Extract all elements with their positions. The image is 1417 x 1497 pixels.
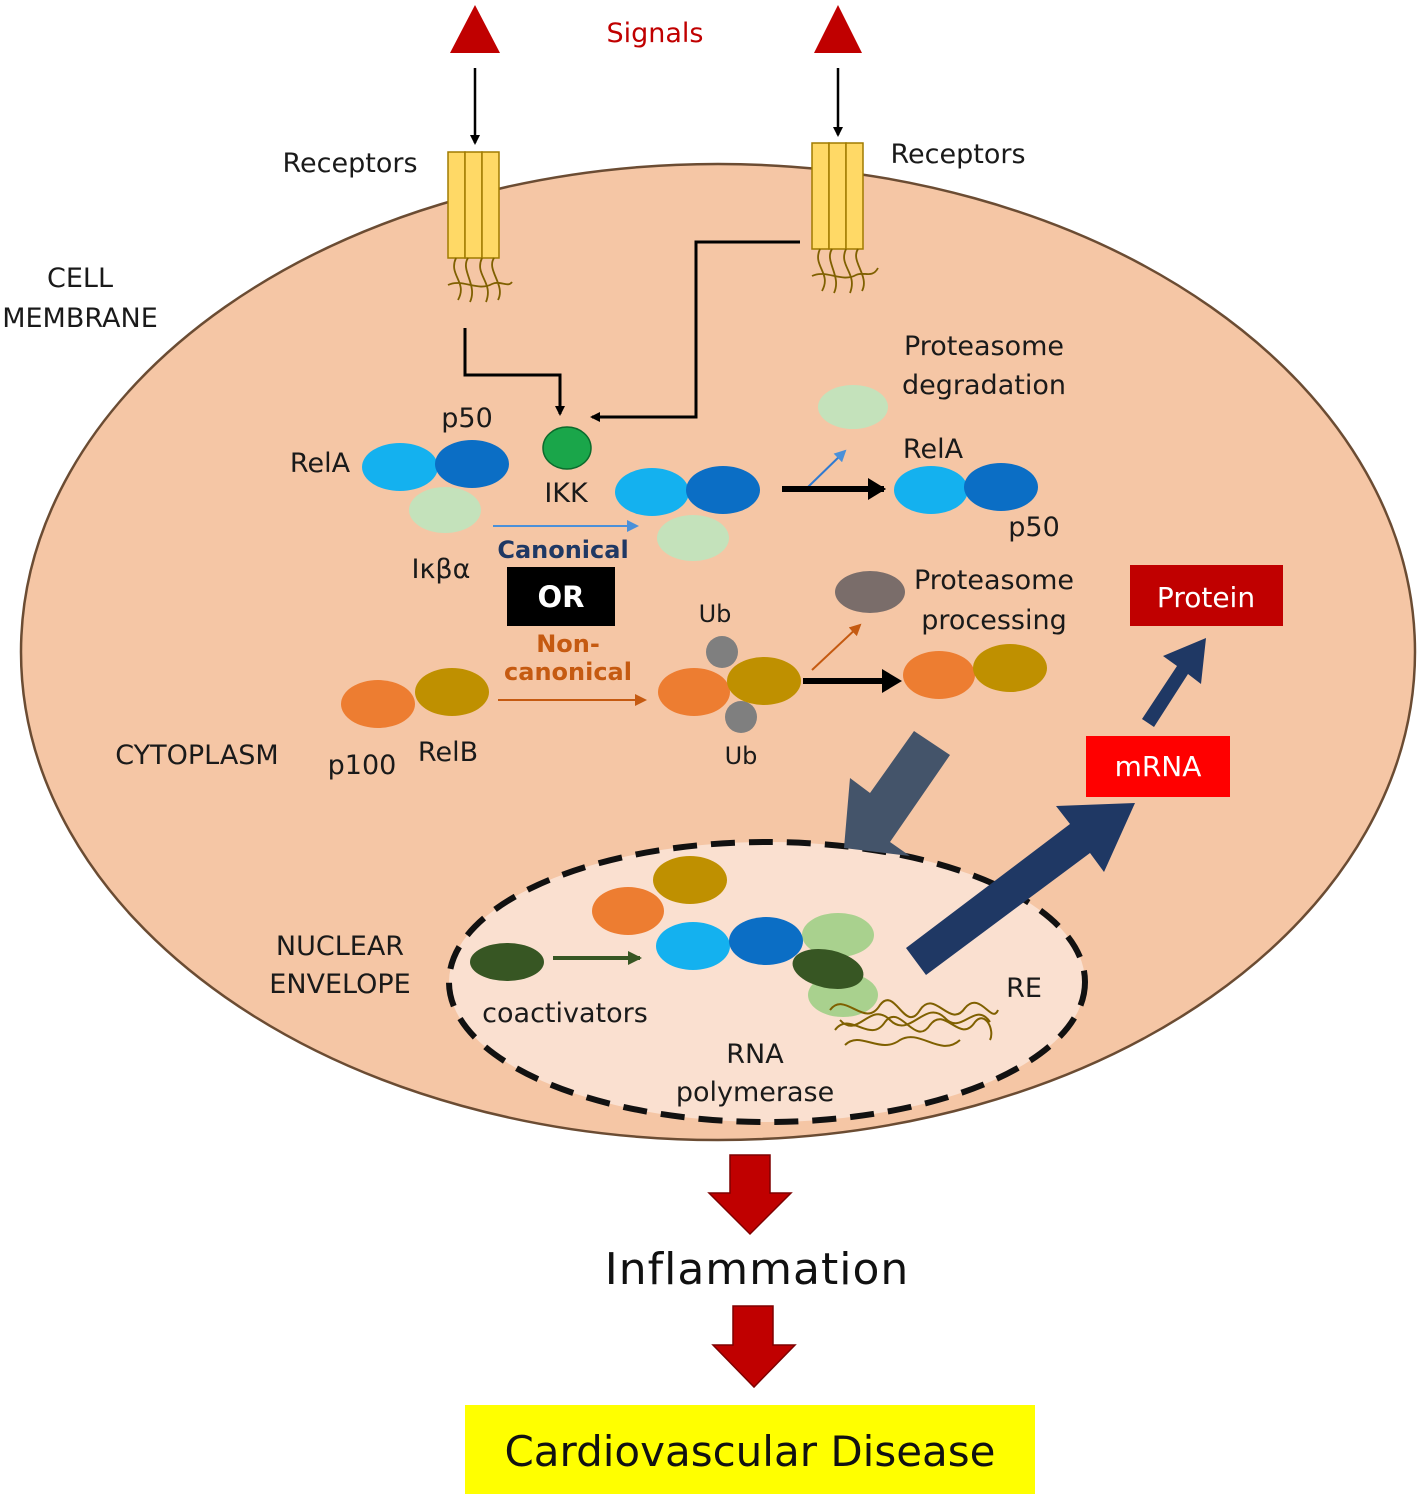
p52-free <box>903 651 975 699</box>
or-box <box>507 567 615 626</box>
p100-left <box>341 680 415 728</box>
proteasome-processing-label-line2: processing <box>921 605 1067 636</box>
proteasome-degradation-label-line2: degradation <box>902 370 1066 401</box>
signals-label: Signals <box>606 18 703 49</box>
processing-arrow <box>811 623 862 671</box>
p50-middle <box>686 466 760 514</box>
canonical-label: Canonical <box>497 536 628 564</box>
cardiovascular-disease-box <box>465 1405 1035 1494</box>
protein-box <box>1130 565 1283 626</box>
degradation-arrow <box>807 449 847 488</box>
ikba-middle <box>657 515 729 561</box>
ub-bottom <box>725 701 757 733</box>
nuclear-envelope-label-line1: NUCLEAR <box>276 931 404 962</box>
cell-membrane-label-line1: CELL <box>47 263 113 294</box>
ub-bottom-label: Ub <box>725 742 758 770</box>
cell-membrane-label-line2: MEMBRANE <box>2 303 158 334</box>
or-label: OR <box>538 580 585 614</box>
receptor-right <box>811 142 879 294</box>
coactivators-label: coactivators <box>482 998 648 1029</box>
cardiovascular-disease-label: Cardiovascular Disease <box>504 1427 995 1476</box>
rela-free <box>894 466 968 514</box>
ikk-node <box>542 426 592 470</box>
dna-tangle <box>829 999 999 1047</box>
receptors-right-label: Receptors <box>890 139 1025 170</box>
p52-nucleus <box>592 887 664 935</box>
proteasome-processing-label-line1: Proteasome <box>914 565 1074 596</box>
down-arrow-to-inflammation <box>707 1154 793 1236</box>
p50-right-label: p50 <box>1008 512 1060 543</box>
re-label: RE <box>1006 973 1042 1004</box>
mrna-label: mRNA <box>1115 750 1202 783</box>
ikba-label: Iκβα <box>412 554 471 585</box>
noncanonical-label-line2: canonical <box>504 658 632 686</box>
down-arrow-to-disease <box>711 1305 797 1389</box>
relb-label: RelB <box>418 737 478 768</box>
nuclear-translocation-arrow <box>844 731 950 856</box>
relb-middle <box>727 657 801 705</box>
p50-left-label: p50 <box>441 403 493 434</box>
proteasome-degradation-label-line1: Proteasome <box>904 331 1064 362</box>
mrna-box <box>1086 736 1230 797</box>
protein-label: Protein <box>1157 581 1255 614</box>
p100-label: p100 <box>328 750 397 781</box>
degraded-ikba <box>818 385 888 429</box>
rela-left-label: RelA <box>290 448 351 479</box>
p50-nucleus <box>729 917 803 965</box>
cytoplasm-label: CYTOPLASM <box>115 740 278 771</box>
relb-nucleus <box>653 856 727 904</box>
receptors-left-label: Receptors <box>282 148 417 179</box>
ikba-nucleus-top <box>802 913 874 957</box>
ub-top <box>706 636 738 668</box>
coactivator-free <box>470 943 544 981</box>
nuclear-envelope-label-line2: ENVELOPE <box>269 969 410 1000</box>
inflammation-label: Inflammation <box>605 1244 910 1295</box>
translation-arrow <box>1142 638 1206 727</box>
receptor-left <box>447 151 513 303</box>
p100-middle <box>658 668 730 716</box>
transcription-arrow <box>906 803 1135 975</box>
ikk-label: IKK <box>544 478 589 509</box>
ikba-left <box>409 487 481 533</box>
rela-nucleus <box>656 922 730 970</box>
rna-polymerase-label-line1: RNA <box>726 1039 784 1070</box>
signal-triangle-right <box>814 5 862 53</box>
left-receptor-to-ikk-arrow <box>463 328 565 416</box>
rela-right-label: RelA <box>903 434 964 465</box>
processed-fragment <box>835 571 905 613</box>
ub-top-label: Ub <box>699 600 732 628</box>
relb-left <box>415 668 489 716</box>
rela-left <box>362 443 438 491</box>
right-receptor-to-ikk-arrow <box>590 240 800 422</box>
p50-free <box>964 463 1038 511</box>
noncanonical-label-line1: Non- <box>536 630 600 658</box>
rna-polymerase-label-line2: polymerase <box>676 1077 834 1108</box>
signal-triangle-left <box>450 5 500 53</box>
relb-free <box>973 644 1047 692</box>
p50-left <box>435 440 509 488</box>
coactivator-bound <box>792 948 864 990</box>
rela-middle <box>615 468 689 516</box>
